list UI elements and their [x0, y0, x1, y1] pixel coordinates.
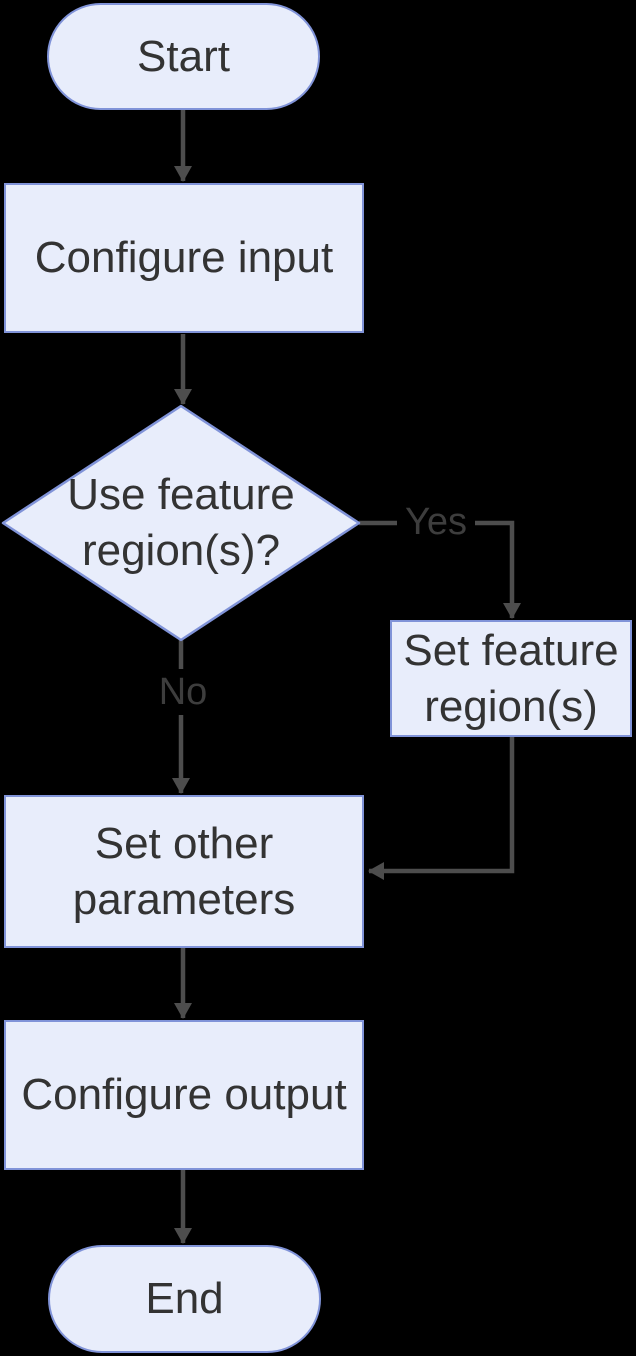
node-use-feature-regions: Use feature region(s)?: [21, 406, 341, 640]
decision-node-shape: [1, 404, 361, 642]
node-start-label: Start: [137, 31, 230, 81]
node-end-label: End: [145, 1274, 224, 1324]
node-set-feature-regions-label: Set feature region(s): [403, 625, 619, 731]
node-configure-input-label: Configure input: [34, 233, 334, 283]
node-configure-input: Configure input: [4, 183, 364, 333]
edge-set-feature-to-set-other: [368, 737, 515, 880]
node-set-feature-regions: Set feature region(s): [390, 620, 632, 737]
node-start: Start: [47, 3, 320, 110]
edge-label-no: No: [150, 669, 216, 715]
node-configure-output-label: Configure output: [21, 1070, 347, 1120]
edge-label-yes: Yes: [397, 499, 475, 545]
node-use-feature-regions-label: Use feature region(s)?: [67, 470, 295, 575]
node-set-other-parameters: Set other parameters: [4, 795, 364, 948]
node-end: End: [48, 1245, 321, 1353]
node-set-other-parameters-label: Set other parameters: [72, 818, 296, 924]
node-configure-output: Configure output: [4, 1020, 364, 1170]
